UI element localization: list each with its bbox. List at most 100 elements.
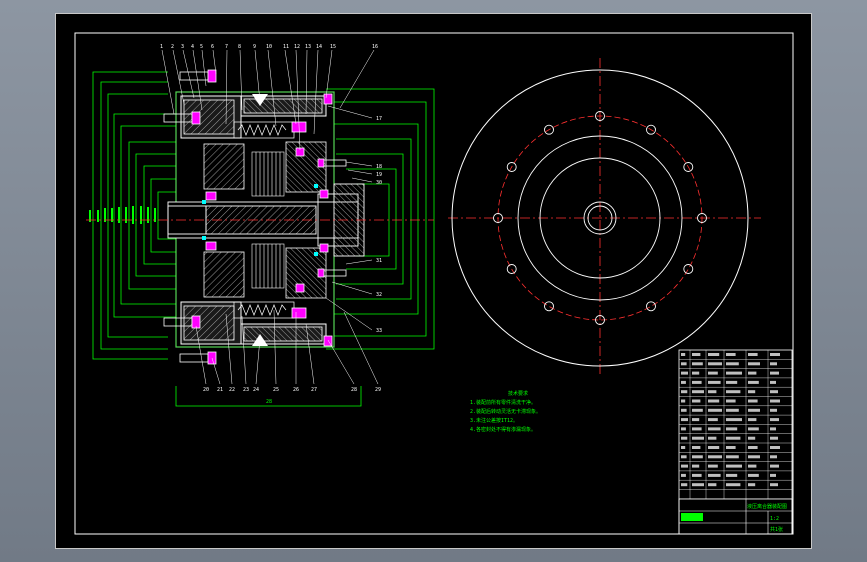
bolt-holes — [493, 111, 707, 325]
parts-cell-text — [708, 390, 717, 394]
parts-cell-text — [692, 371, 700, 375]
parts-cell-text — [748, 408, 760, 412]
parts-cell-text — [692, 390, 704, 394]
technical-requirements: 技术要求 1.装配前所有零件清洗干净。2.装配后转动灵活无卡滞现象。3.未注公差… — [470, 390, 541, 433]
bolt-hole — [646, 124, 656, 135]
parts-cell-text — [748, 371, 757, 375]
bolt-circle — [497, 115, 703, 321]
leader-label-10: 10 — [266, 44, 272, 50]
parts-cell-text — [748, 473, 759, 477]
parts-cell-text — [692, 353, 701, 356]
leader-label-3: 3 — [181, 44, 184, 50]
overall-dimension-text: 28 — [266, 399, 272, 405]
parts-cell-text — [726, 371, 742, 375]
parts-cell-text — [770, 436, 778, 440]
parts-cell-text — [708, 380, 721, 384]
parts-cell-text — [708, 436, 717, 440]
leader-label-4: 4 — [191, 44, 194, 50]
leader-label-29: 29 — [375, 387, 381, 393]
parts-cell-text — [708, 427, 721, 431]
leader-label-5: 5 — [200, 44, 203, 50]
parts-cell-text — [708, 483, 717, 487]
leader-label-8: 8 — [238, 44, 241, 50]
leader-label-1: 1 — [160, 44, 163, 50]
parts-cell-text — [681, 483, 688, 487]
parts-cell-text — [708, 464, 718, 468]
leader-label-16: 16 — [372, 44, 378, 50]
parts-cell-text — [681, 473, 686, 477]
parts-cell-text — [681, 399, 686, 403]
parts-cell-text — [726, 399, 736, 403]
ring-circle-2 — [539, 157, 661, 279]
title-block: 液压离合器装配图 1:2 共1张 — [678, 498, 793, 535]
parts-cell-text — [681, 446, 686, 449]
parts-cell-text — [726, 362, 739, 366]
leader-label-19: 19 — [376, 172, 382, 178]
drawing-title: 液压离合器装配图 — [747, 503, 787, 510]
leader-label-24: 24 — [253, 387, 259, 393]
parts-cell-text — [681, 455, 687, 459]
leader-lines-bottom — [195, 309, 379, 385]
parts-cell-text — [770, 418, 779, 422]
parts-cell-text — [770, 353, 780, 356]
parts-cell-text — [726, 455, 739, 459]
parts-cell-text — [708, 399, 720, 403]
parts-cell-text — [708, 362, 722, 366]
parts-cell-text — [770, 464, 779, 468]
leader-label-23: 23 — [243, 387, 249, 393]
leader-label-30: 30 — [376, 180, 382, 186]
parts-cell-text — [748, 362, 760, 366]
parts-cell-text — [748, 436, 756, 440]
leader-label-22: 22 — [229, 387, 235, 393]
parts-cell-text — [708, 473, 721, 477]
parts-cell-text — [726, 446, 736, 449]
leader-label-17: 17 — [376, 116, 382, 122]
parts-cell-text — [692, 464, 700, 468]
parts-cell-text — [770, 408, 777, 412]
parts-cell-text — [748, 353, 758, 356]
parts-cell-text — [692, 473, 702, 477]
leader-label-9: 9 — [253, 44, 256, 50]
bolt-hole — [544, 301, 554, 312]
leader-lines-right — [325, 105, 373, 331]
tech-req-line: 2.装配后转动灵活无卡滞现象。 — [470, 408, 541, 415]
dimension-lines-right — [175, 88, 435, 407]
parts-cell-text — [748, 483, 756, 487]
hub-bore-circle — [587, 205, 613, 231]
parts-cell-text — [681, 436, 688, 440]
parts-cell-text — [770, 427, 776, 431]
parts-cell-text — [692, 436, 704, 440]
parts-cell-text — [708, 371, 718, 375]
parts-cell-text — [681, 418, 688, 422]
parts-cell-text — [708, 353, 720, 356]
parts-grid — [679, 350, 792, 499]
leader-label-32: 32 — [376, 292, 382, 298]
parts-cell-text — [726, 408, 739, 412]
parts-cell-text — [708, 446, 720, 449]
hub-outer-circle — [583, 201, 617, 235]
leader-label-25: 25 — [273, 387, 279, 393]
leader-label-2: 2 — [171, 44, 174, 50]
parts-cell-text — [770, 399, 780, 403]
parts-cell-text — [726, 353, 736, 356]
dimension-text-left — [89, 206, 156, 224]
parts-cell-text — [726, 380, 738, 384]
parts-cell-text — [708, 408, 722, 412]
parts-cell-text — [726, 436, 741, 440]
leader-label-6: 6 — [211, 44, 214, 50]
tech-req-lines: 1.装配前所有零件清洗干净。2.装配后转动灵活无卡滞现象。3.未注公差按IT12… — [470, 399, 541, 433]
parts-cell-text — [748, 380, 759, 384]
parts-cell-text — [726, 418, 742, 422]
parts-cell-text — [748, 446, 758, 449]
friction-disc-pack — [251, 151, 285, 289]
inner-frame — [74, 32, 794, 535]
parts-list — [678, 349, 793, 535]
bolt-hole — [595, 111, 605, 121]
leader-label-28: 28 — [351, 387, 357, 393]
bolt-hole — [595, 315, 605, 325]
bolt-hole — [683, 162, 694, 172]
